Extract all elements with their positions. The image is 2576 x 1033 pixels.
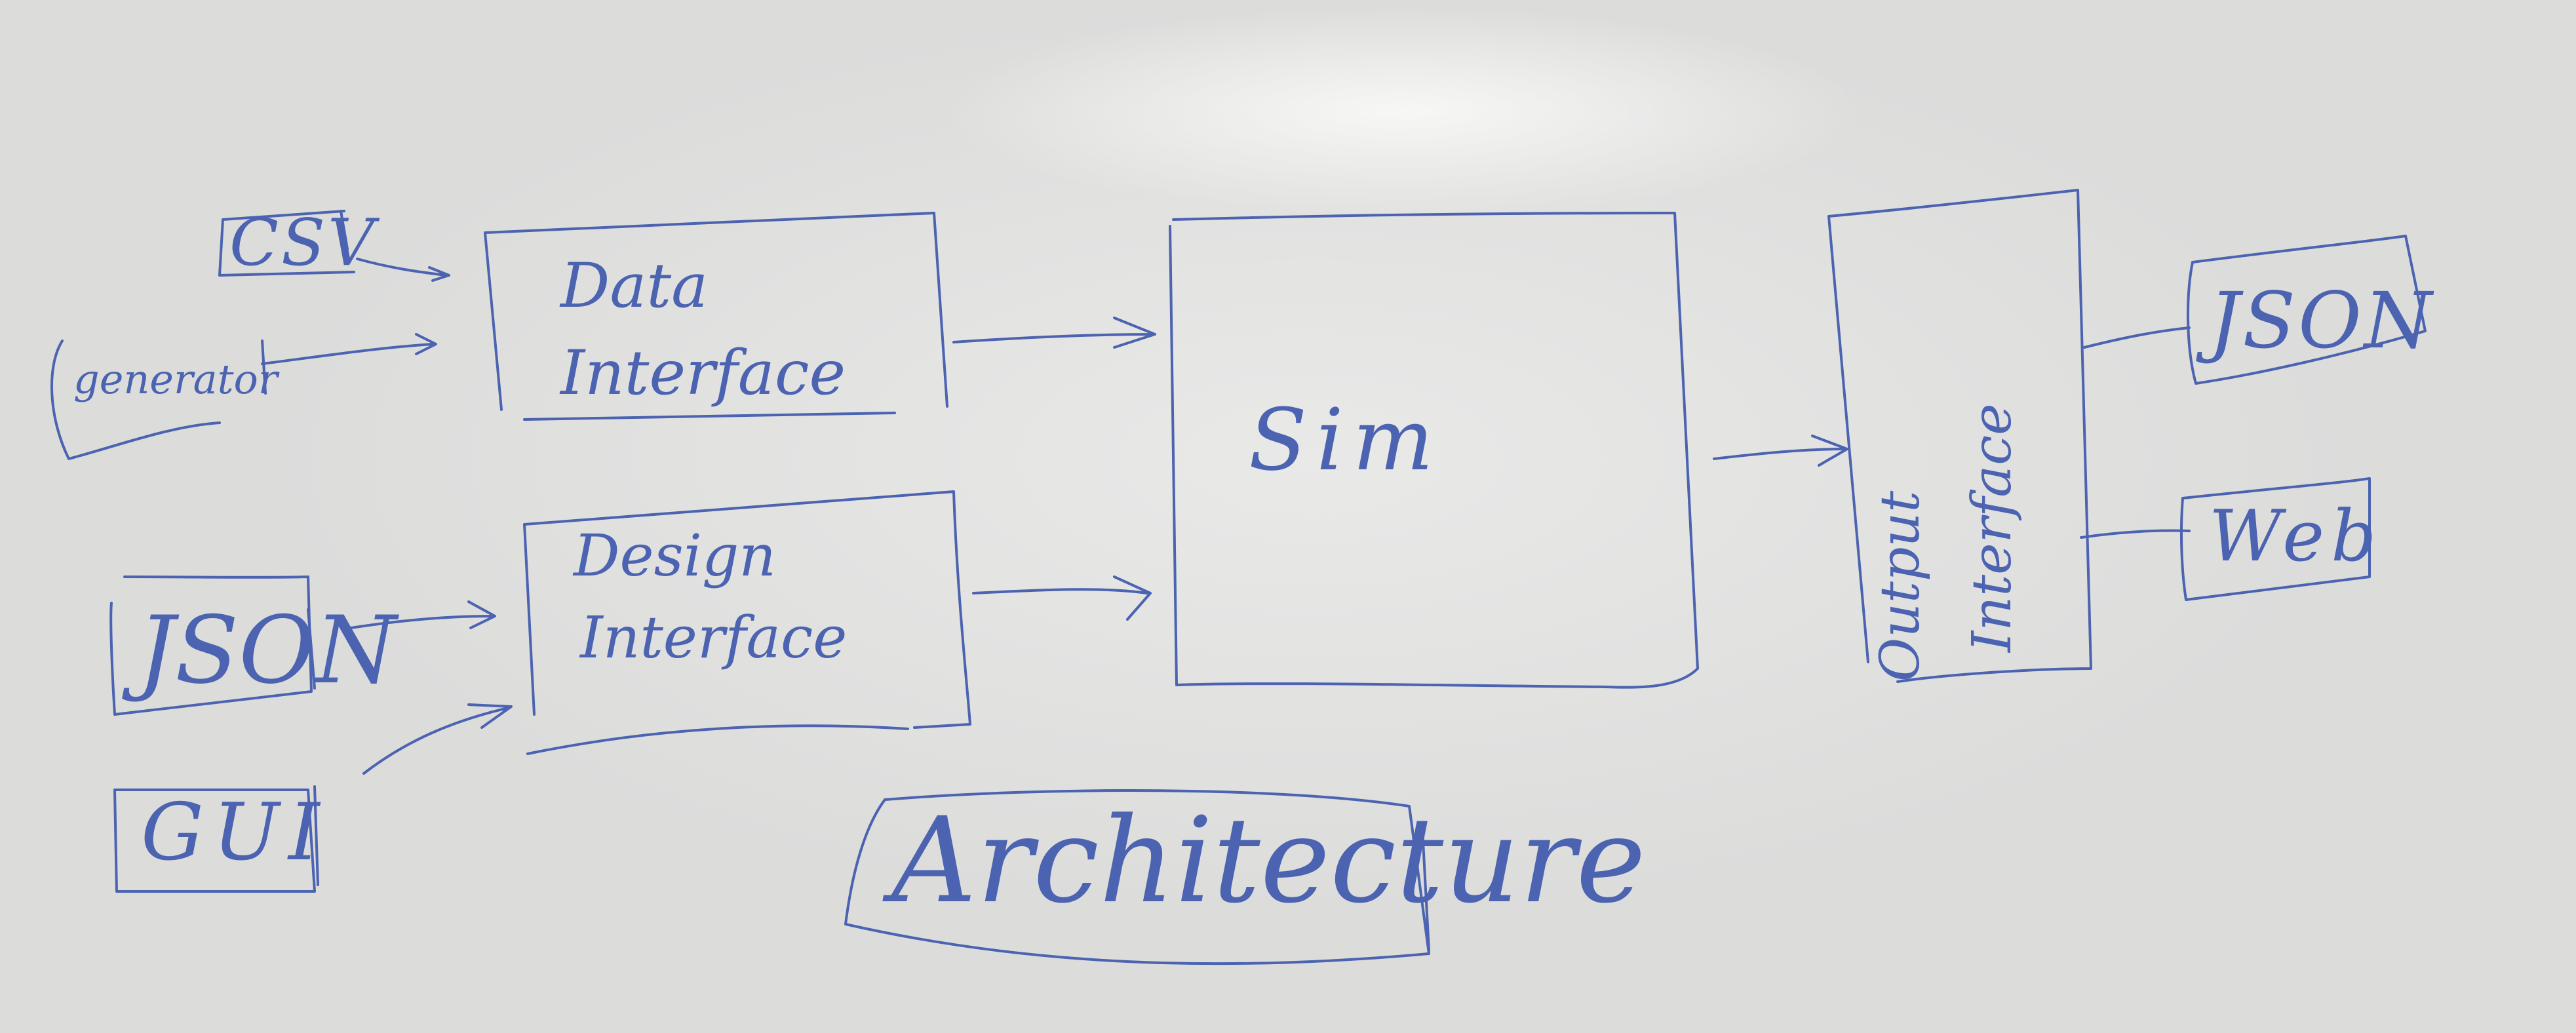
arrow-data-interface-to-sim [952,317,1156,349]
gui-box [113,785,319,893]
data-interface-label-line1: Data [560,250,709,322]
output-interface-label-line2: Interface [1961,403,2023,652]
sim-label: Sim [1249,390,1443,490]
arrow-sim-to-output-interface [1713,435,1848,467]
arrow-design-interface-to-sim [972,575,1152,621]
generator-label: generator [73,355,278,403]
gui-label: GUI [141,787,329,878]
json-output-box [2187,235,2427,385]
arrow-generator-to-data-interface [261,333,437,365]
design-interface-box [523,490,971,755]
output-interface-box [1827,189,2092,683]
csv-label: CSV [229,206,377,281]
web-box [2179,477,2371,601]
sim-box [1169,212,1699,689]
arrow-json-to-design-interface [349,600,496,629]
csv-box [218,210,355,277]
generator-box [50,340,267,460]
data-interface-box [484,212,948,421]
design-interface-label-line2: Interface [580,604,848,671]
line-output-to-json [2083,326,2191,349]
data-interface-label-line2: Interface [560,338,846,409]
arrow-csv-to-data-interface [356,258,450,282]
json-input-label: JSON [138,596,397,705]
diagram-title: Architecture [891,792,1646,929]
json-input-box [109,575,316,716]
title-box [844,789,1430,965]
web-label: Web [2209,496,2383,577]
json-output-label: JSON [2209,275,2435,366]
arrow-gui-to-design-interface [362,703,513,775]
design-interface-label-line1: Design [574,522,776,589]
line-output-to-web [2080,529,2191,539]
output-interface-label-line1: Output [1869,490,1932,682]
